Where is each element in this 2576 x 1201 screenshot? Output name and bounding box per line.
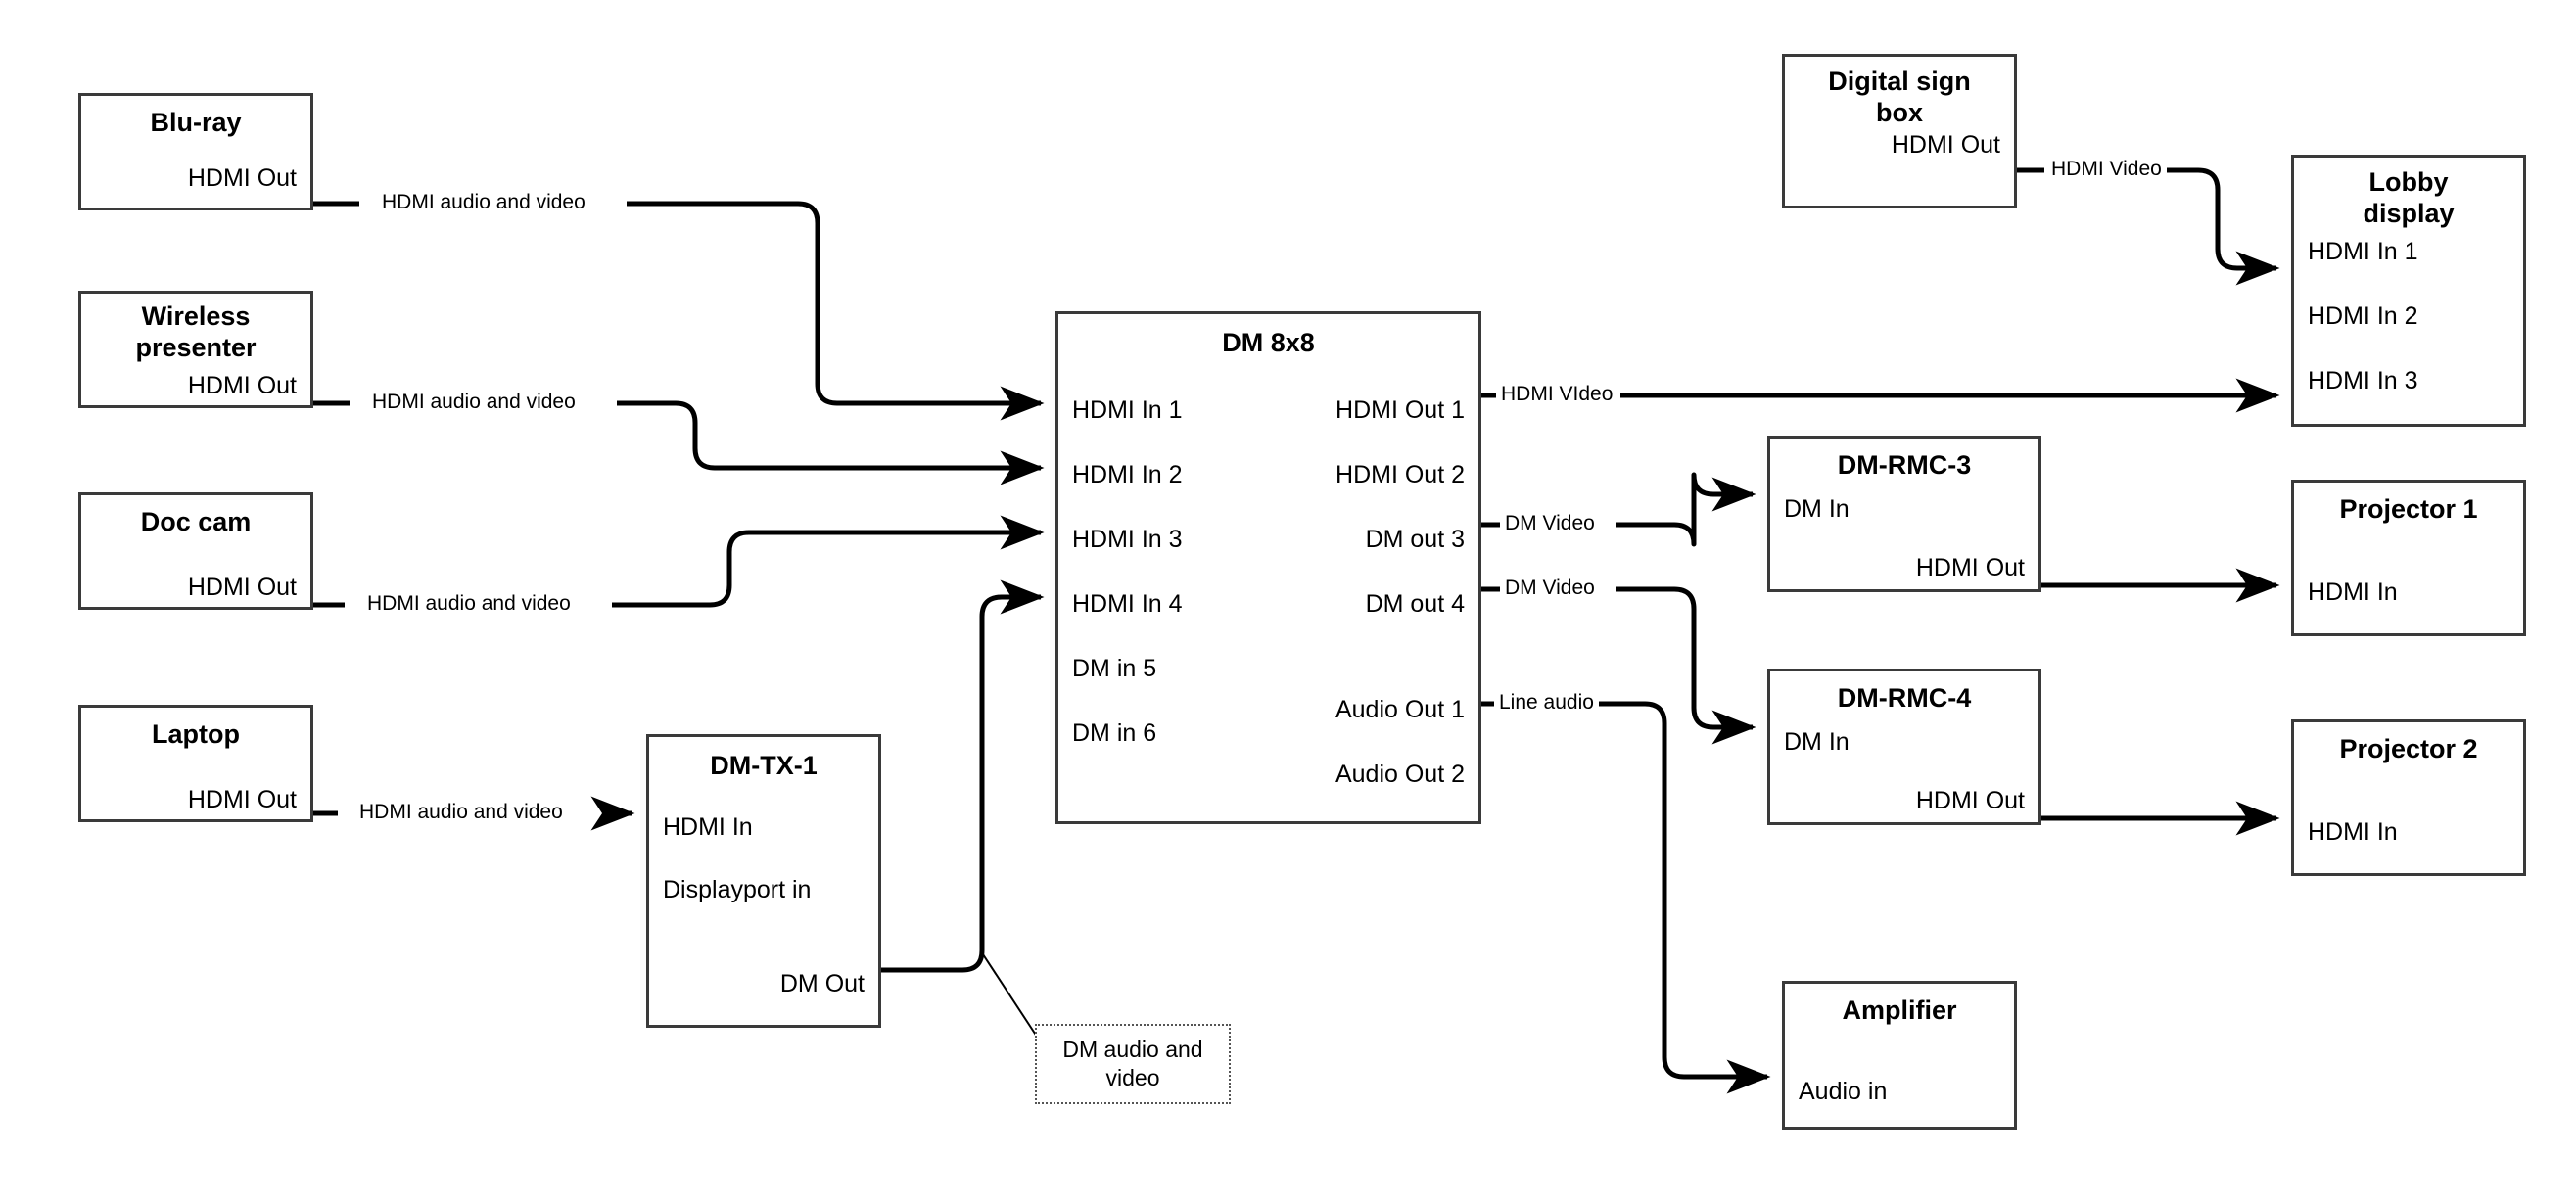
port-dm-in-5: DM in 5 — [1072, 655, 1157, 682]
port-hdmi-out: HDMI Out — [1891, 131, 2000, 159]
port-hdmi-in: HDMI In — [2308, 578, 2398, 606]
wire-digitalsign-to-lobby-hdmi-in-1 — [2017, 167, 2276, 268]
node-projector-2[interactable]: Projector 2 HDMI In — [2291, 719, 2526, 876]
port-dm-out-3: DM out 3 — [1365, 526, 1465, 553]
port-dm-in: DM In — [1784, 728, 1850, 756]
port-hdmi-in-3: HDMI In 3 — [1072, 526, 1183, 553]
node-title: Wireless presenter — [135, 301, 257, 362]
port-dm-out-4: DM out 4 — [1365, 590, 1465, 618]
node-dm-8x8[interactable]: DM 8x8 HDMI In 1 HDMI In 2 HDMI In 3 HDM… — [1055, 311, 1481, 824]
node-title: DM-RMC-3 — [1837, 450, 1972, 480]
node-lobby-display[interactable]: Lobby display HDMI In 1 HDMI In 2 HDMI I… — [2291, 155, 2526, 427]
port-dm-out: DM Out — [779, 970, 865, 997]
node-bluray[interactable]: Blu-ray HDMI Out — [78, 93, 313, 210]
node-title: Lobby display — [2363, 167, 2455, 228]
node-title: DM-RMC-4 — [1837, 683, 1972, 713]
node-title: Amplifier — [1842, 995, 1957, 1025]
leader-line-dm-audio-video-note — [980, 950, 1042, 1043]
port-hdmi-in: HDMI In — [2308, 818, 2398, 846]
node-title: Digital sign box — [1828, 67, 1971, 127]
port-displayport-in: Displayport in — [663, 876, 812, 903]
wire-dmtx1-to-dm8x8-dm-in-5 — [881, 579, 1045, 973]
port-audio-in: Audio in — [1799, 1078, 1888, 1105]
node-title: Projector 2 — [2339, 734, 2478, 763]
wire-dm8x8-audioout1-to-amplifier — [1481, 701, 1767, 1077]
port-hdmi-in-4: HDMI In 4 — [1072, 590, 1183, 618]
edge-label-doccam-to-dm8x8: HDMI audio and video — [362, 593, 576, 614]
edge-label-dmout3-to-rmc3: DM Video — [1500, 513, 1600, 533]
port-hdmi-in-1: HDMI In 1 — [1072, 396, 1183, 424]
port-hdmi-out-1: HDMI Out 1 — [1335, 396, 1465, 424]
port-hdmi-out: HDMI Out — [187, 786, 297, 813]
edge-label-laptop-to-dmtx1: HDMI audio and video — [354, 802, 568, 822]
port-hdmi-out: HDMI Out — [1915, 787, 2025, 814]
node-title: DM 8x8 — [1222, 328, 1315, 357]
port-dm-in: DM In — [1784, 495, 1850, 523]
node-digital-sign-box[interactable]: Digital sign box HDMI Out — [1782, 54, 2017, 208]
note-dm-audio-and-video: DM audio and video — [1035, 1024, 1231, 1104]
edge-label-wireless-to-dm8x8: HDMI audio and video — [367, 392, 581, 412]
node-wireless-presenter[interactable]: Wireless presenter HDMI Out — [78, 291, 313, 408]
port-hdmi-in-1: HDMI In 1 — [2308, 238, 2418, 265]
node-dm-tx-1[interactable]: DM-TX-1 HDMI In Displayport in DM Out — [646, 734, 881, 1028]
node-title: Projector 1 — [2339, 494, 2478, 524]
node-amplifier[interactable]: Amplifier Audio in — [1782, 981, 2017, 1130]
edge-label-audioout1-to-amp: Line audio — [1494, 692, 1599, 713]
edge-label-bluray-to-dm8x8: HDMI audio and video — [377, 192, 590, 212]
node-dm-rmc-3[interactable]: DM-RMC-3 DM In HDMI Out — [1767, 436, 2041, 592]
edge-label-dmout4-to-rmc4: DM Video — [1500, 577, 1600, 598]
wire-bluray-to-dm8x8-hdmi-in-1 — [313, 201, 1041, 403]
node-title: Doc cam — [140, 507, 252, 536]
port-dm-in-6: DM in 6 — [1072, 719, 1157, 747]
node-title: Laptop — [152, 719, 240, 749]
port-audio-out-2: Audio Out 2 — [1335, 761, 1465, 788]
port-hdmi-out: HDMI Out — [1915, 554, 2025, 581]
edge-label-sign-to-lobby: HDMI Video — [2046, 159, 2167, 179]
port-hdmi-in: HDMI In — [663, 813, 753, 841]
port-hdmi-out: HDMI Out — [187, 164, 297, 192]
node-title: DM-TX-1 — [710, 751, 818, 780]
port-hdmi-out-2: HDMI Out 2 — [1335, 461, 1465, 488]
edge-label-hdmiout1-to-lobby: HDMI VIdeo — [1496, 384, 1618, 404]
port-hdmi-in-2: HDMI In 2 — [1072, 461, 1183, 488]
node-dm-rmc-4[interactable]: DM-RMC-4 DM In HDMI Out — [1767, 669, 2041, 825]
node-title: Blu-ray — [150, 108, 242, 137]
port-hdmi-out: HDMI Out — [187, 574, 297, 601]
port-hdmi-in-2: HDMI In 2 — [2308, 302, 2418, 330]
node-doc-cam[interactable]: Doc cam HDMI Out — [78, 492, 313, 610]
node-laptop[interactable]: Laptop HDMI Out — [78, 705, 313, 822]
port-hdmi-out: HDMI Out — [187, 372, 297, 399]
port-hdmi-in-3: HDMI In 3 — [2308, 367, 2418, 394]
port-audio-out-1: Audio Out 1 — [1335, 696, 1465, 723]
node-projector-1[interactable]: Projector 1 HDMI In — [2291, 480, 2526, 636]
